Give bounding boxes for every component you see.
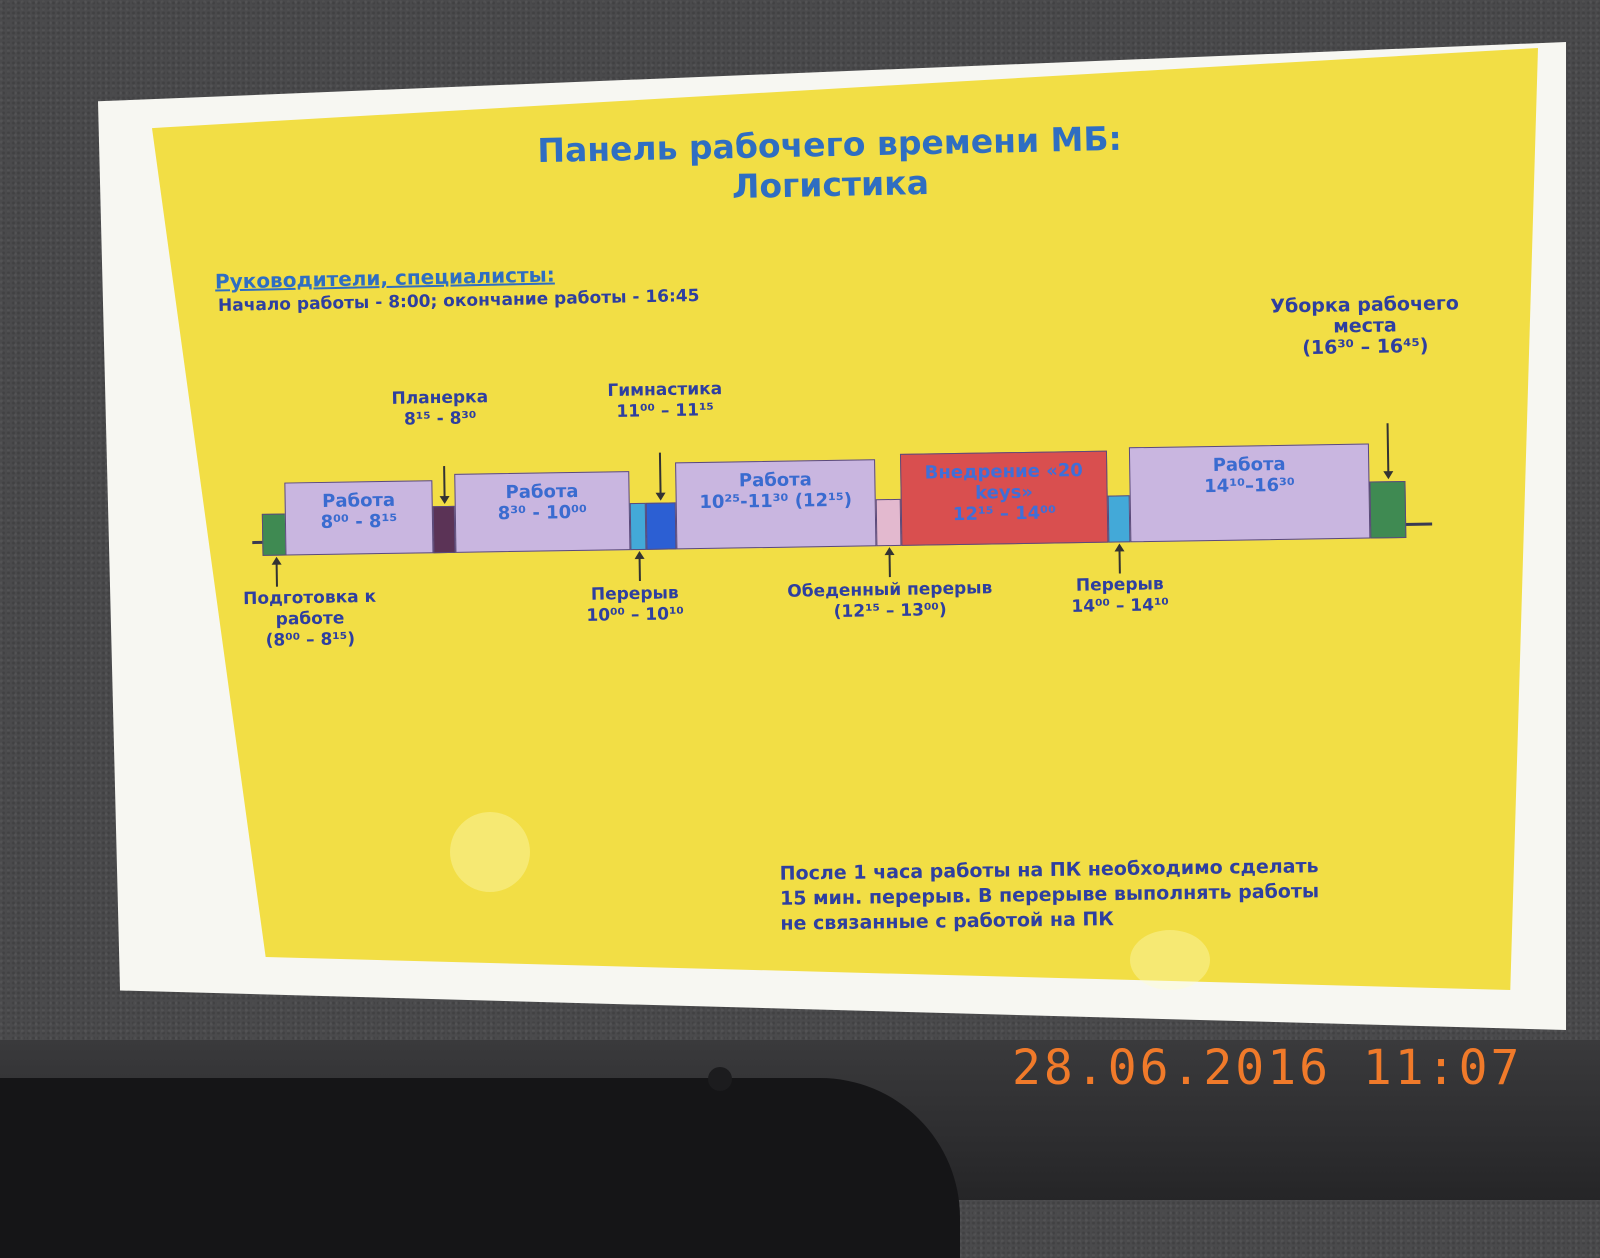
arrow-prep: [275, 558, 278, 587]
segment-prep: [261, 513, 288, 556]
segment-cleanup: [1369, 480, 1407, 539]
label-time: (16³⁰ – 16⁴⁵): [1302, 334, 1429, 360]
segment-time: 8⁰⁰ - 8¹⁵: [320, 510, 398, 533]
segment-lunch: [875, 498, 902, 547]
photo-timestamp: 28.06.2016 11:07: [1012, 1040, 1523, 1096]
label-name: Уборка рабочего места: [1270, 292, 1460, 338]
label-time: 11⁰⁰ – 11¹⁵: [616, 400, 715, 422]
tape-mark: [450, 812, 530, 892]
segment-label: Внедрение «20 keys»: [924, 460, 1084, 504]
arrow-lunch: [888, 549, 891, 578]
label-time: (8⁰⁰ – 8¹⁵): [265, 629, 356, 651]
label-planerka: Планерка 8¹⁵ - 8³⁰: [380, 387, 501, 431]
label-prep: Подготовка к работе (8⁰⁰ – 8¹⁵): [234, 587, 385, 653]
label-lunch: Обеденный перерыв (12¹⁵ – 13⁰⁰): [765, 578, 1016, 624]
label-gym: Гимнастика 11⁰⁰ – 11¹⁵: [590, 379, 741, 424]
label-time: (12¹⁵ – 13⁰⁰): [833, 600, 947, 622]
label-break-2: Перерыв 14⁰⁰ – 14¹⁰: [1055, 574, 1186, 618]
arrow-break-1: [638, 552, 641, 582]
segment-break-1: [629, 502, 647, 551]
segment-label: Работа: [322, 489, 396, 512]
segment-time: 10²⁵-11³⁰ (12¹⁵): [699, 489, 853, 514]
arrow-planerka: [443, 466, 446, 503]
label-time: 8¹⁵ - 8³⁰: [403, 408, 477, 430]
segment-time: 12¹⁵ – 14⁰⁰: [952, 502, 1057, 526]
segment-time: 14¹⁰–16³⁰: [1204, 474, 1295, 498]
segment-work-3: Работа 10²⁵-11³⁰ (12¹⁵): [675, 459, 877, 550]
label-break-1: Перерыв 10⁰⁰ – 10¹⁰: [570, 583, 701, 627]
label-name: Планерка: [391, 387, 489, 409]
segment-work-4: Работа 14¹⁰–16³⁰: [1128, 443, 1371, 543]
pc-break-note: После 1 часа работы на ПК необходимо сде…: [780, 854, 1320, 937]
arrow-break-2: [1118, 545, 1121, 574]
label-name: Обеденный перерыв: [787, 578, 993, 602]
label-name: Перерыв: [1075, 574, 1164, 596]
segment-work-2: Работа 8³⁰ - 10⁰⁰: [454, 471, 631, 553]
label-name: Подготовка к работе: [242, 586, 377, 630]
label-time: 10⁰⁰ – 10¹⁰: [586, 604, 685, 626]
label-name: Перерыв: [590, 583, 679, 605]
tape-mark: [1130, 930, 1210, 990]
arrow-gym: [658, 452, 662, 499]
label-name: Гимнастика: [607, 379, 723, 402]
segment-planerka: [432, 505, 456, 554]
segment-work-1: Работа 8⁰⁰ - 8¹⁵: [284, 480, 434, 556]
segment-time: 8³⁰ - 10⁰⁰: [497, 501, 588, 525]
segment-break-2: [1107, 495, 1131, 543]
segment-gym: [645, 502, 677, 550]
arrow-cleanup: [1386, 423, 1390, 478]
segment-label: Работа: [505, 480, 579, 504]
screw-head: [708, 1067, 732, 1091]
segment-20keys: Внедрение «20 keys» 12¹⁵ – 14⁰⁰: [899, 450, 1109, 546]
label-time: 14⁰⁰ – 14¹⁰: [1071, 595, 1170, 617]
label-cleanup: Уборка рабочего места (16³⁰ – 16⁴⁵): [1264, 292, 1465, 360]
